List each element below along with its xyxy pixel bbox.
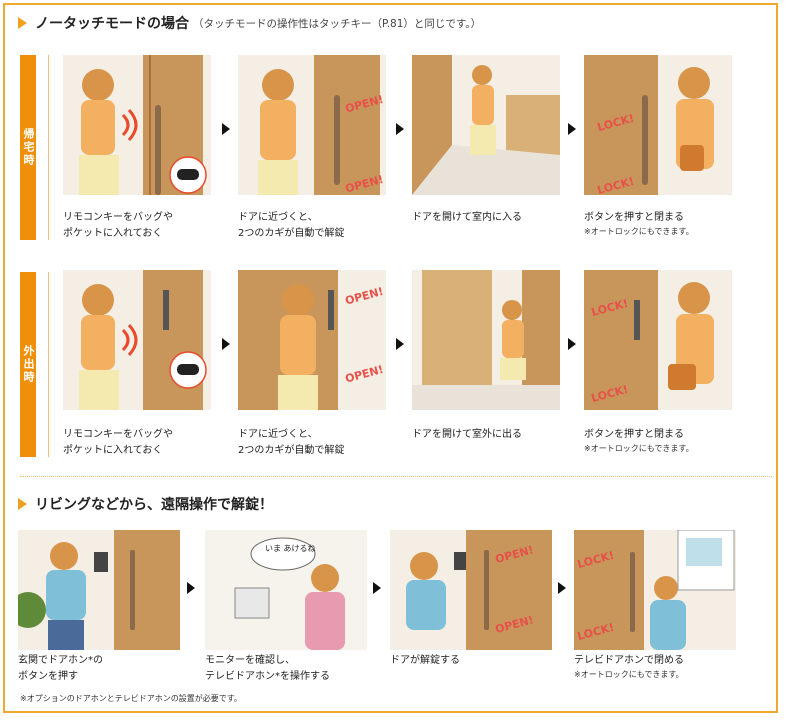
speech-bubble-text: いま あけるね: [265, 544, 316, 553]
panel-return-step2: OPEN! OPEN!: [238, 55, 386, 195]
section1-title-row: ノータッチモードの場合 （タッチモードの操作性はタッチキー（P.81）と同じです…: [18, 13, 481, 33]
step-arrow-icon: [396, 338, 404, 350]
footnote: ※オプションのドアホンとテレビドアホンの設置が必要です。: [20, 694, 242, 703]
caption-out-step3: ドアを開けて室外に出る: [412, 429, 522, 440]
panel-out-step1: [63, 270, 211, 410]
caption-return-step2: ドアに近づくと、2つのカギが自動で解錠: [238, 212, 345, 239]
autolock-note: ※オートロックにもできます。: [584, 227, 694, 236]
section1-subtitle: （タッチモードの操作性はタッチキー（P.81）と同じです。）: [193, 17, 482, 30]
triangle-bullet-icon: [18, 498, 27, 510]
caption-out-step2: ドアに近づくと、2つのカギが自動で解錠: [238, 429, 345, 456]
row-tag-return-home: 帰宅時: [20, 55, 36, 240]
autolock-note: ※オートロックにもできます。: [584, 444, 694, 453]
caption-remote-step3: ドアが解錠する: [390, 655, 460, 666]
step-arrow-icon: [568, 338, 576, 350]
step-arrow-icon: [396, 123, 404, 135]
row-tag-going-out: 外出時: [20, 272, 36, 457]
panel-return-step3: [412, 55, 560, 195]
autolock-note: ※オートロックにもできます。: [574, 670, 684, 679]
panel-out-step2: OPEN! OPEN!: [238, 270, 386, 410]
panel-remote-step1: [18, 530, 180, 650]
panel-remote-step4: LOCK! LOCK!: [574, 530, 736, 650]
panel-return-step1: [63, 55, 211, 195]
caption-return-step1: リモコンキーをバッグやポケットに入れておく: [63, 212, 173, 239]
panel-remote-step3: OPEN! OPEN!: [390, 530, 552, 650]
panel-return-step4: LOCK! LOCK!: [584, 55, 732, 195]
step-arrow-icon: [187, 582, 195, 594]
caption-return-step3: ドアを開けて室内に入る: [412, 212, 522, 223]
section2-title-row: リビングなどから、遠隔操作で解錠！: [18, 494, 273, 514]
caption-remote-step4: テレビドアホンで閉める ※オートロックにもできます。: [574, 655, 684, 679]
step-arrow-icon: [222, 123, 230, 135]
caption-out-step1: リモコンキーをバッグやポケットに入れておく: [63, 429, 173, 456]
panel-remote-step2: いま あけるね: [205, 530, 367, 650]
caption-remote-step2: モニターを確認し、テレビドアホン*を操作する: [205, 655, 330, 682]
step-arrow-icon: [373, 582, 381, 594]
row-tag-line: [48, 272, 49, 457]
caption-return-step4: ボタンを押すと閉まる ※オートロックにもできます。: [584, 212, 694, 236]
section-divider: [20, 476, 772, 477]
section1-title: ノータッチモードの場合: [35, 16, 189, 32]
step-arrow-icon: [222, 338, 230, 350]
caption-remote-step1: 玄関でドアホン*のボタンを押す: [18, 655, 103, 682]
step-arrow-icon: [568, 123, 576, 135]
caption-out-step4: ボタンを押すと閉まる ※オートロックにもできます。: [584, 429, 694, 453]
panel-out-step4: LOCK! LOCK!: [584, 270, 732, 410]
panel-out-step3: [412, 270, 560, 410]
section2-title: リビングなどから、遠隔操作で解錠！: [35, 497, 273, 513]
row-tag-line: [48, 55, 49, 240]
page-frame: [3, 3, 778, 713]
triangle-bullet-icon: [18, 17, 27, 29]
step-arrow-icon: [558, 582, 566, 594]
